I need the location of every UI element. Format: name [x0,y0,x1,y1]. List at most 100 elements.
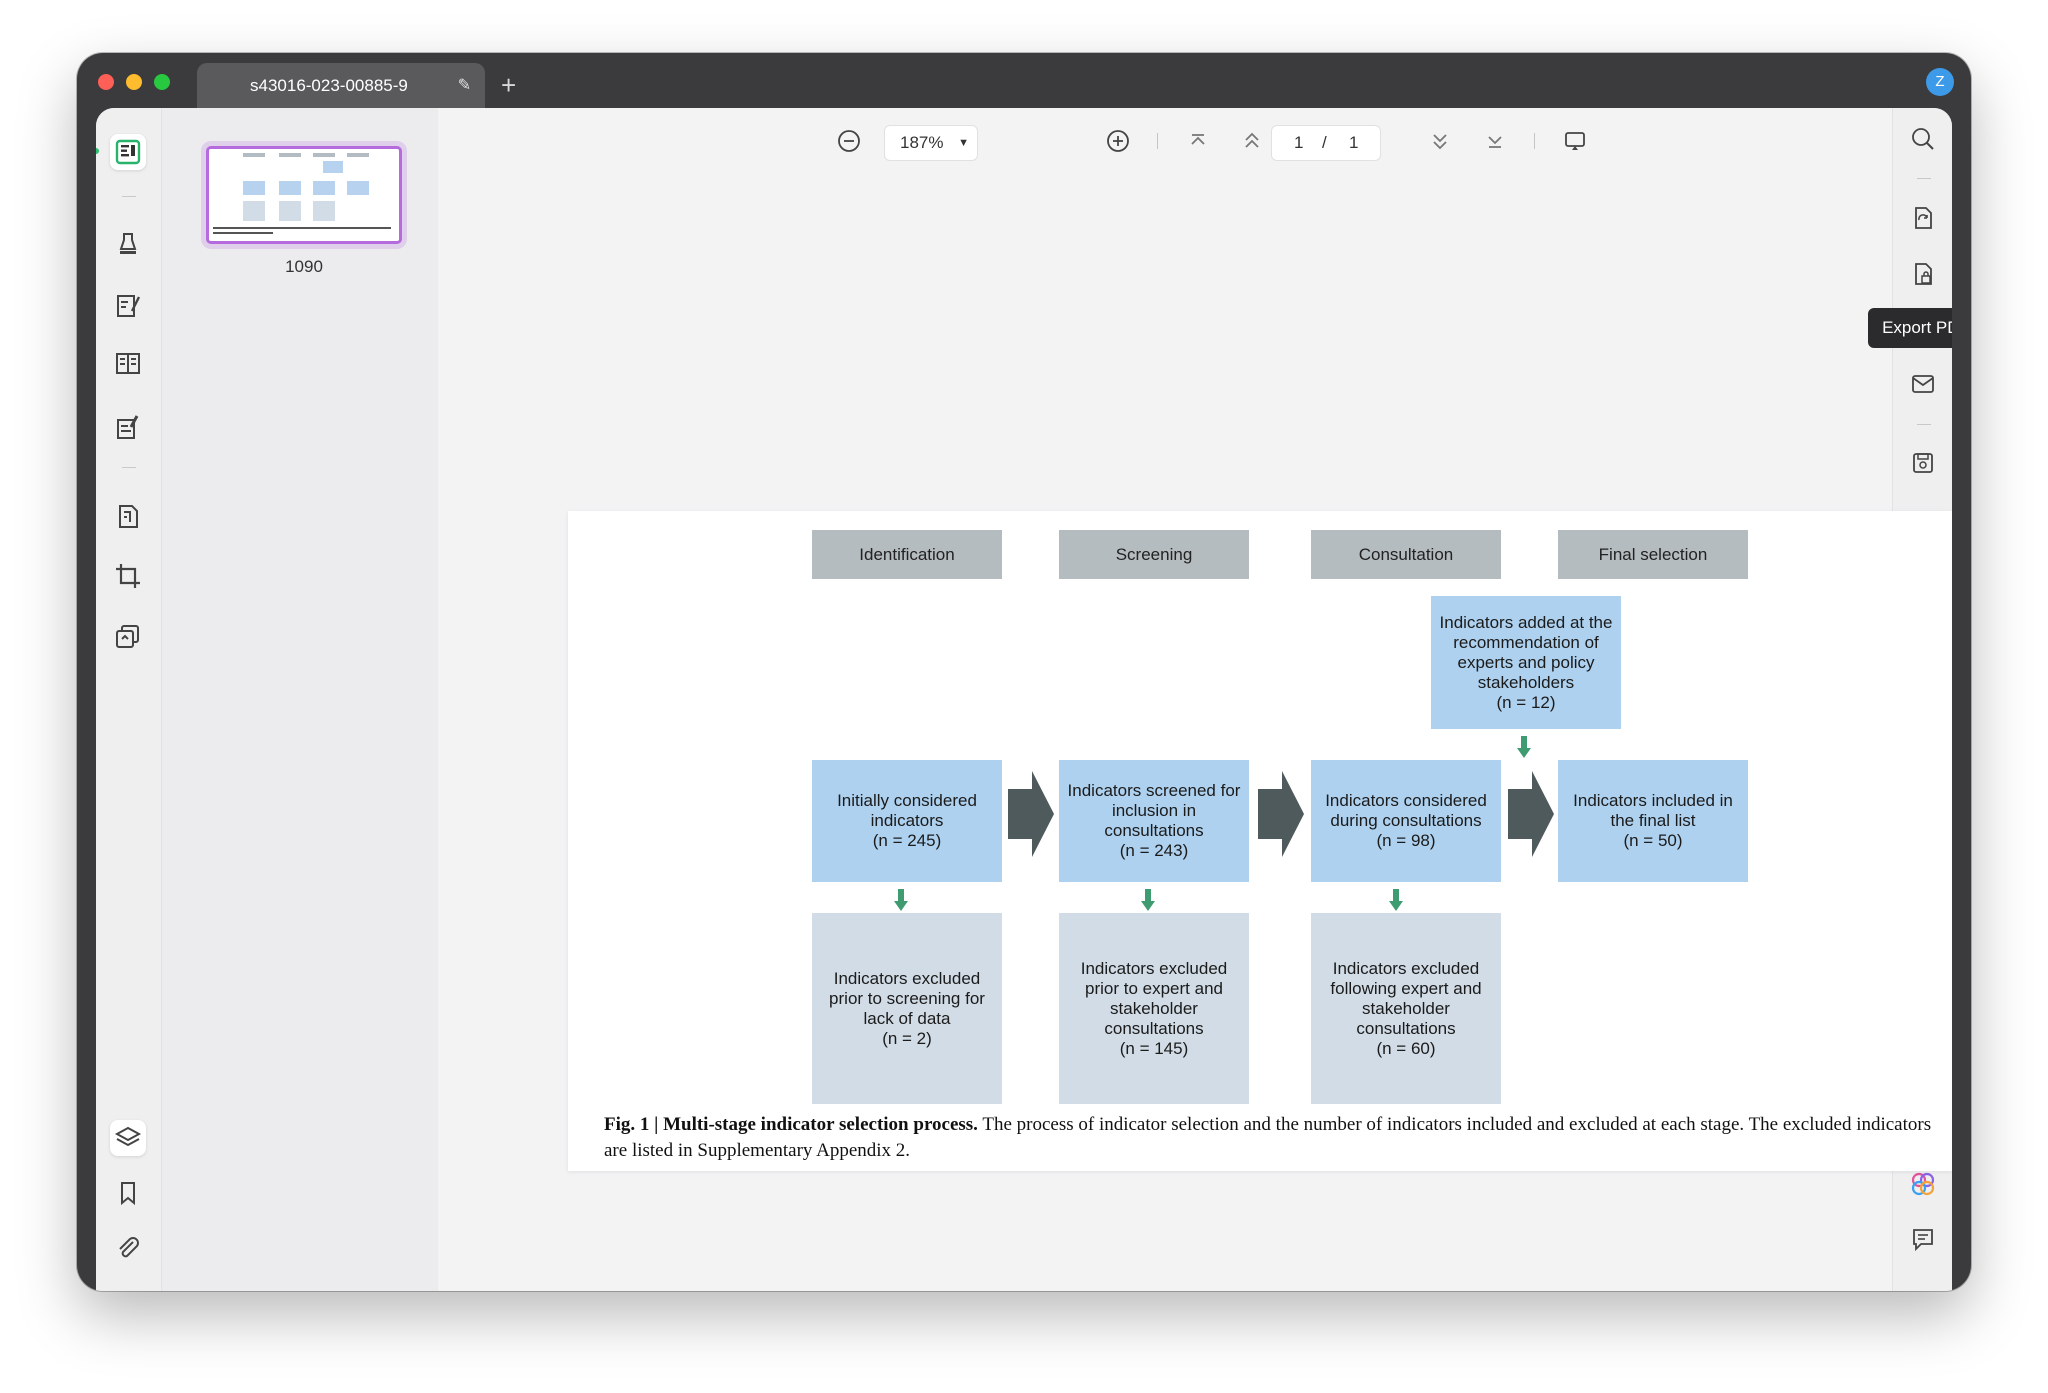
search-icon[interactable] [1908,124,1938,154]
page-separator: / [1322,133,1327,152]
zoom-window-button[interactable] [154,74,170,90]
previous-page-icon[interactable] [1238,127,1266,157]
toolbar-divider [1534,133,1535,149]
zoom-select[interactable]: 187% ▼ [884,125,978,161]
edit-text-icon[interactable] [110,287,146,323]
attachment-icon[interactable] [110,1230,146,1266]
box-text: Indicators added at the recommendation o… [1439,612,1613,692]
organize-pages-icon[interactable] [110,345,146,381]
layers-icon[interactable] [110,1120,146,1156]
app-window: s43016-023-00885-9 ✎ + Z [77,53,1971,1291]
page-number-field[interactable]: 1 / 1 [1271,125,1381,161]
box-text: Initially considered indicators [837,791,977,830]
caption-body: The process of indicator selection and t… [604,1114,1932,1161]
highlighter-icon[interactable] [110,225,146,261]
mail-icon[interactable] [1908,369,1938,399]
flow-arrow-down [894,889,908,911]
new-tab-button[interactable]: + [501,70,517,100]
page-tools-icon[interactable] [110,498,146,534]
export-pdf-tooltip: Export PDF [1868,308,1952,348]
box-text: Indicators excluded prior to screening f… [829,968,985,1028]
reader-icon[interactable] [96,134,146,170]
box-count: (n = 12) [1496,692,1556,712]
minimize-window-button[interactable] [126,74,142,90]
thumb-header [347,153,369,157]
comment-icon[interactable] [1908,1224,1938,1254]
fill-sign-icon[interactable] [110,409,146,445]
sidebar-divider [122,467,136,468]
flow-arrow-right [1508,771,1554,857]
page-total: 1 [1349,133,1359,152]
tab-title: s43016-023-00885-9 [250,76,408,95]
pencil-icon[interactable]: ✎ [457,77,471,94]
stage-header-consultation: Consultation [1311,530,1501,579]
close-window-button[interactable] [98,74,114,90]
left-sidebar [96,108,162,1291]
box-count: (n = 2) [882,1028,932,1048]
box-count: (n = 50) [1623,831,1683,850]
box-text: Indicators excluded prior to expert and … [1080,958,1228,1038]
box-text: Indicators included in the final list [1573,791,1733,830]
added-indicators-box: Indicators added at the recommendation o… [1431,596,1621,729]
crop-icon[interactable] [110,558,146,594]
thumbnail-page-label: 1090 [285,257,323,276]
thumb-box [313,201,335,221]
sidebar-divider [122,196,136,197]
box-count: (n = 245) [872,831,942,850]
initial-indicators-box: Initially considered indicators(n = 245) [812,760,1002,882]
convert-icon[interactable] [110,618,146,654]
box-text: Indicators screened for inclusion in con… [1067,781,1241,840]
screened-indicators-box: Indicators screened for inclusion in con… [1059,760,1249,882]
protect-pdf-icon[interactable] [1908,259,1938,289]
active-indicator [96,148,99,154]
box-count: (n = 98) [1376,831,1436,850]
page-current: 1 [1294,133,1304,152]
box-count: (n = 145) [1119,1038,1189,1058]
thumb-header [279,153,301,157]
document-tab[interactable]: s43016-023-00885-9 ✎ [197,63,485,108]
stage-header-final-selection: Final selection [1558,530,1748,579]
excluded-postconsultation-box: Indicators excluded following expert and… [1311,913,1501,1104]
excluded-preconsultation-box: Indicators excluded prior to expert and … [1059,913,1249,1104]
zoom-value: 187% [900,133,944,152]
flow-arrow-right [1008,771,1054,857]
thumb-header [243,153,265,157]
box-text: Indicators considered during consultatio… [1325,791,1487,830]
flow-arrow-right [1258,771,1304,857]
thumb-caption-line [213,232,273,234]
thumb-caption-line [213,227,391,229]
avatar[interactable]: Z [1926,68,1954,96]
thumb-box [243,201,265,221]
thumb-box [279,201,301,221]
flow-arrow-down [1141,889,1155,911]
zoom-in-icon[interactable] [1104,127,1132,157]
export-pdf-icon[interactable] [1908,203,1938,233]
bookmark-icon[interactable] [110,1175,146,1211]
first-page-icon[interactable] [1184,127,1212,157]
save-icon[interactable] [1908,448,1938,478]
page-thumbnail[interactable] [206,146,402,244]
flow-arrow-down [1389,889,1403,911]
pdf-page: Identification Screening Consultation Fi… [568,511,1952,1171]
final-indicators-box: Indicators included in the final list(n … [1558,760,1748,882]
presentation-icon[interactable] [1561,127,1589,157]
zoom-out-icon[interactable] [835,127,863,157]
stage-header-screening: Screening [1059,530,1249,579]
figure-caption: Fig. 1 | Multi-stage indicator selection… [604,1112,1944,1164]
stage-header-identification: Identification [812,530,1002,579]
thumb-box [323,161,343,173]
sidebar-divider [1917,424,1931,425]
next-page-icon[interactable] [1426,127,1454,157]
box-count: (n = 243) [1119,841,1189,860]
last-page-icon[interactable] [1481,127,1509,157]
thumb-box [279,181,301,195]
toolbar-divider [1157,133,1158,149]
ai-assistant-icon[interactable] [1908,1169,1938,1199]
sidebar-divider [1917,178,1931,179]
excluded-prescreening-box: Indicators excluded prior to screening f… [812,913,1002,1104]
flow-arrow-down [1517,736,1531,758]
caption-title: Fig. 1 | Multi-stage indicator selection… [604,1114,978,1135]
box-count: (n = 60) [1376,1038,1436,1058]
thumbnail-panel: 1090 [162,108,438,1291]
chevron-down-icon: ▼ [958,137,969,149]
